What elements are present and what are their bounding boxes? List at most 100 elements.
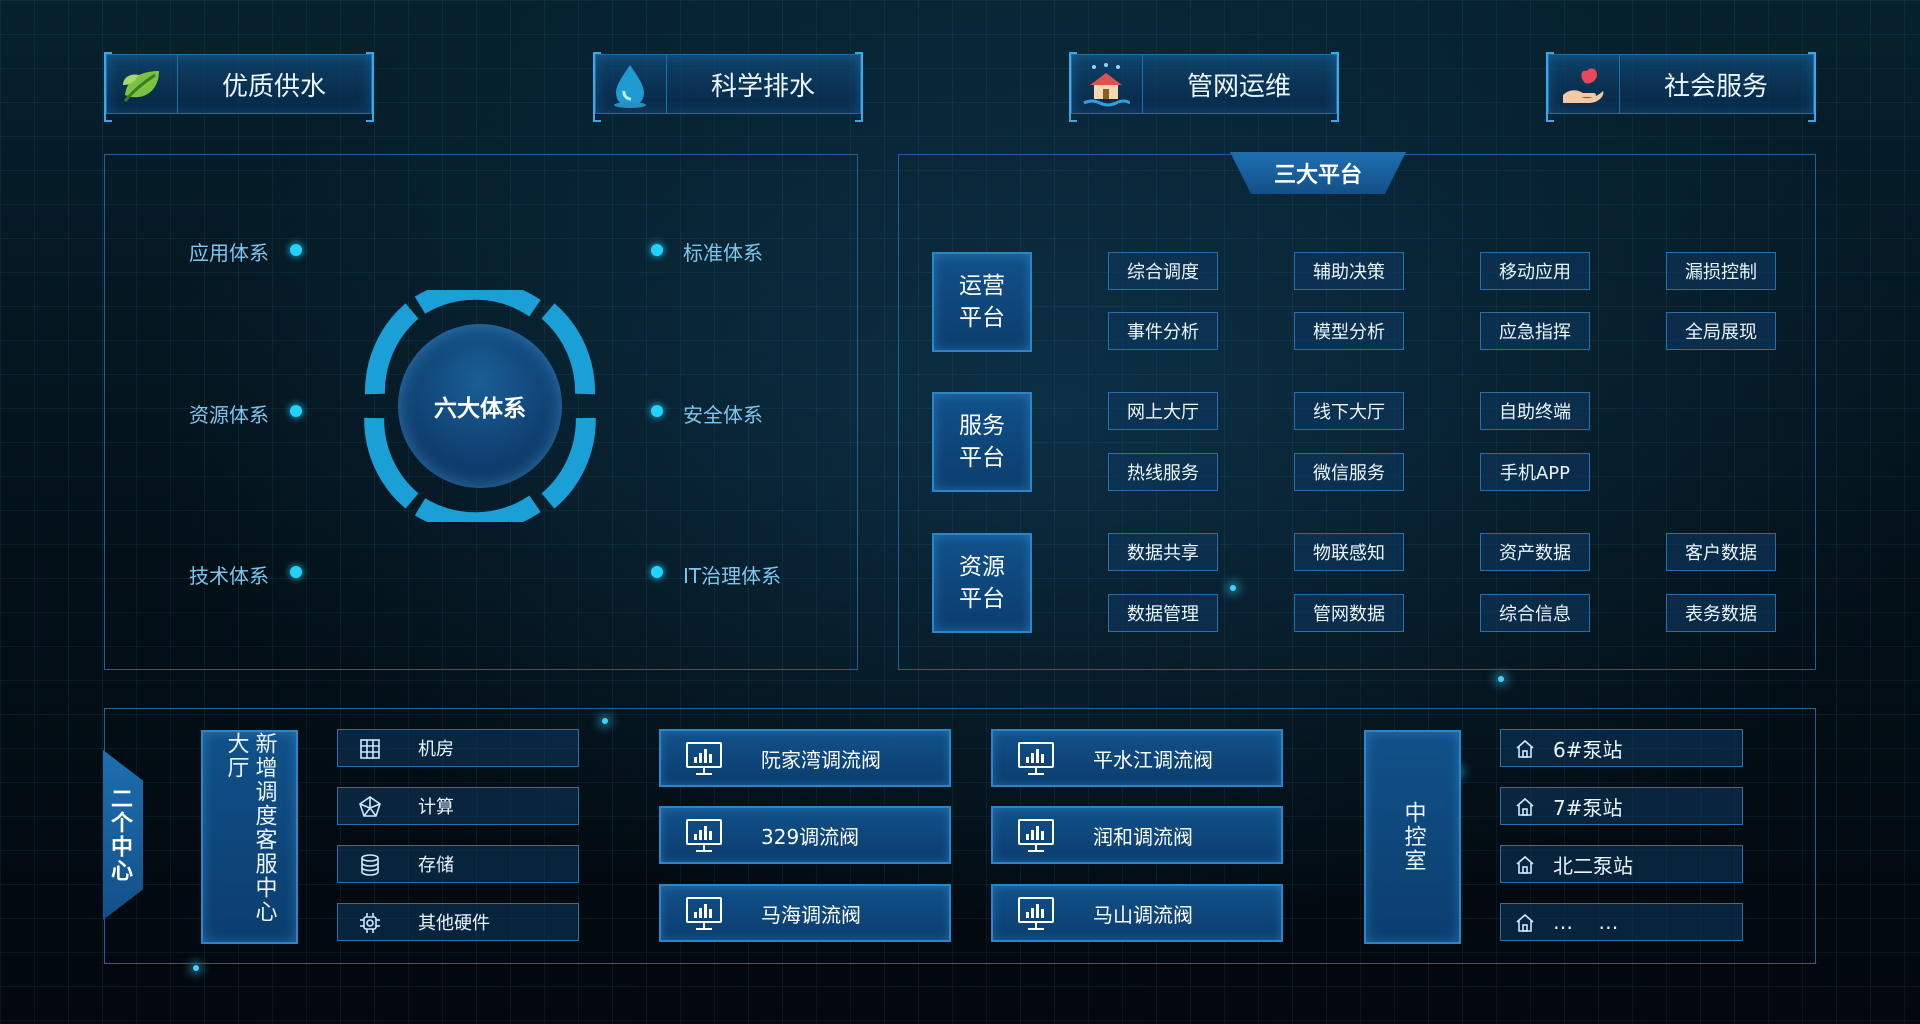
platform-label: 资源平台	[959, 554, 1005, 612]
database-icon	[361, 854, 379, 876]
valve-label: 329调流阀	[761, 824, 860, 849]
monitor-chart-icon	[686, 897, 722, 930]
system-label-technology: 技术体系	[189, 564, 269, 588]
pump-station-item[interactable]: … …	[1500, 903, 1743, 941]
monitor-chart-icon	[1018, 819, 1054, 852]
module-chip[interactable]: 数据管理	[1108, 594, 1218, 632]
server-rack-icon	[360, 739, 380, 759]
platform-operations[interactable]: 运营平台	[932, 252, 1032, 352]
house-water-icon	[1083, 63, 1130, 107]
header-label: 管网运维	[1186, 71, 1291, 102]
new-dispatch-service-center[interactable]: 新增调度客服中心大厅	[201, 730, 298, 944]
module-chip[interactable]: 自助终端	[1480, 392, 1590, 430]
central-control-room[interactable]: 中控室	[1364, 730, 1461, 944]
panel-title: 二个中心	[107, 787, 132, 883]
segmented-ring	[364, 290, 596, 522]
header-label: 科学排水	[710, 71, 815, 102]
valve-label: 阮家湾调流阀	[761, 747, 881, 772]
module-chip[interactable]: 物联感知	[1294, 533, 1404, 571]
module-chip[interactable]: 网上大厅	[1108, 392, 1218, 430]
platform-services[interactable]: 服务平台	[932, 392, 1032, 492]
system-label-it-governance: IT治理体系	[683, 564, 782, 588]
module-chip[interactable]: 移动应用	[1480, 252, 1590, 290]
valve-label: 马海调流阀	[761, 902, 861, 927]
monitor-chart-icon	[686, 742, 722, 775]
hardware-label: 其他硬件	[418, 913, 490, 934]
valve-item[interactable]: 阮家湾调流阀	[659, 729, 951, 787]
valve-item[interactable]: 329调流阀	[659, 806, 951, 864]
panel-title: 三大平台	[1273, 163, 1362, 188]
header-pipe-network-ops[interactable]: 管网运维	[1069, 52, 1339, 122]
header-quality-water-supply[interactable]: 优质供水	[104, 52, 374, 122]
module-chip[interactable]: 综合调度	[1108, 252, 1218, 290]
home-icon	[1516, 739, 1534, 758]
module-chip[interactable]: 应急指挥	[1480, 312, 1590, 350]
center-label: 中控室	[1400, 801, 1426, 873]
chip-icon	[360, 913, 380, 933]
valve-item[interactable]: 润和调流阀	[991, 806, 1283, 864]
module-chip[interactable]: 数据共享	[1108, 533, 1218, 571]
bullet-dot	[290, 405, 302, 417]
home-icon	[1516, 913, 1534, 932]
hardware-label: 机房	[418, 739, 454, 760]
module-chip[interactable]: 全局展现	[1666, 312, 1776, 350]
hardware-other[interactable]: 其他硬件	[337, 903, 579, 941]
pump-station-item[interactable]: 7#泵站	[1500, 787, 1743, 825]
bullet-dot	[290, 566, 302, 578]
valve-item[interactable]: 平水江调流阀	[991, 729, 1283, 787]
glow-dot	[1230, 585, 1236, 591]
bullet-dot	[290, 244, 302, 256]
pump-station-item[interactable]: 北二泵站	[1500, 845, 1743, 883]
module-chip[interactable]: 辅助决策	[1294, 252, 1404, 290]
six-systems-panel	[104, 154, 858, 670]
hardware-server-room[interactable]: 机房	[337, 729, 579, 767]
module-chip[interactable]: 管网数据	[1294, 594, 1404, 632]
module-chip[interactable]: 微信服务	[1294, 453, 1404, 491]
monitor-chart-icon	[1018, 742, 1054, 775]
module-chip[interactable]: 客户数据	[1666, 533, 1776, 571]
module-chip[interactable]: 事件分析	[1108, 312, 1218, 350]
two-centers-title-tab: 二个中心	[103, 750, 143, 920]
valve-item[interactable]: 马海调流阀	[659, 884, 951, 942]
module-chip[interactable]: 线下大厅	[1294, 392, 1404, 430]
module-chip[interactable]: 热线服务	[1108, 453, 1218, 491]
module-chip[interactable]: 漏损控制	[1666, 252, 1776, 290]
module-chip[interactable]: 资产数据	[1480, 533, 1590, 571]
valve-label: 平水江调流阀	[1093, 747, 1213, 772]
platform-label: 服务平台	[959, 413, 1005, 471]
module-chip[interactable]: 表务数据	[1666, 594, 1776, 632]
pump-station-label: 北二泵站	[1553, 853, 1633, 878]
pump-station-item[interactable]: 6#泵站	[1500, 729, 1743, 767]
hardware-label: 计算	[418, 797, 454, 818]
header-scientific-drainage[interactable]: 科学排水	[593, 52, 863, 122]
module-chip[interactable]: 综合信息	[1480, 594, 1590, 632]
valve-label: 润和调流阀	[1093, 824, 1193, 849]
system-label-resource: 资源体系	[189, 403, 269, 427]
valve-item[interactable]: 马山调流阀	[991, 884, 1283, 942]
hardware-compute[interactable]: 计算	[337, 787, 579, 825]
bullet-dot	[651, 405, 663, 417]
leaf-icon	[123, 71, 159, 102]
bullet-dot	[651, 566, 663, 578]
monitor-chart-icon	[1018, 897, 1054, 930]
hardware-label: 存储	[418, 855, 454, 876]
heart-hand-icon	[1563, 68, 1604, 103]
core-label: 六大体系	[434, 396, 526, 422]
module-chip[interactable]: 模型分析	[1294, 312, 1404, 350]
glow-dot	[193, 965, 199, 971]
header-social-services[interactable]: 社会服务	[1546, 52, 1816, 122]
pump-station-label: … …	[1553, 910, 1619, 934]
glow-dot	[1498, 676, 1504, 682]
module-chip[interactable]: 手机APP	[1480, 453, 1590, 491]
system-label-security: 安全体系	[683, 403, 763, 427]
monitor-chart-icon	[686, 819, 722, 852]
header-label: 社会服务	[1663, 71, 1768, 102]
pump-station-label: 7#泵站	[1553, 795, 1623, 820]
hardware-storage[interactable]: 存储	[337, 845, 579, 883]
valve-label: 马山调流阀	[1093, 902, 1193, 927]
home-icon	[1516, 855, 1534, 874]
platform-resources[interactable]: 资源平台	[932, 533, 1032, 633]
system-label-application: 应用体系	[189, 241, 269, 265]
six-systems-core[interactable]: 六大体系	[398, 324, 562, 488]
header-label: 优质供水	[221, 71, 326, 102]
